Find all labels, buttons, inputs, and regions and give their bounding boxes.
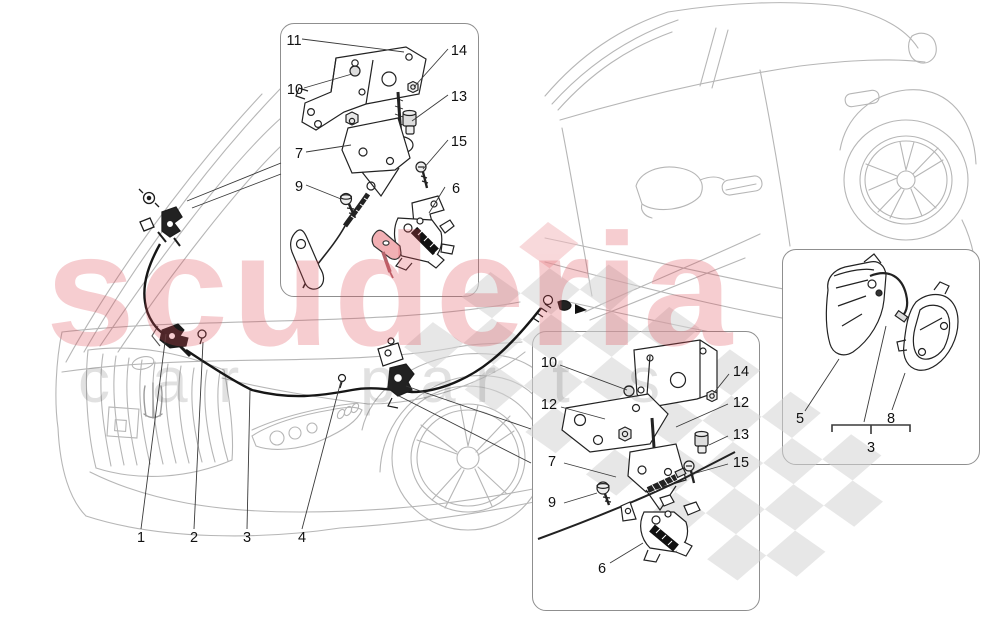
callout-1: 1 [136,529,146,546]
callout-14: 14 [450,42,468,59]
callout-3: 3 [242,529,252,546]
leader-lines [140,38,911,564]
box3-parts [825,253,959,371]
nut-mid [618,426,632,442]
cable-anchor-bracket [290,229,325,290]
cable-clip-screw [337,373,347,383]
callout-5: 5 [795,410,805,427]
nut-14 [706,389,718,403]
callout-10: 10 [286,81,304,98]
release-cable-front-segment [143,243,165,336]
callout-9: 9 [547,494,557,511]
callout-2: 2 [189,529,199,546]
cable-loop [366,181,376,191]
callout-9: 9 [294,178,304,195]
brace-3 [831,424,911,434]
callout-6: 6 [451,180,461,197]
callout-14: 14 [732,363,750,380]
callout-12: 12 [732,394,750,411]
spacer-13 [694,430,709,454]
plate-7 [341,117,411,174]
callout-11: 11 [286,32,302,49]
callout-15: 15 [450,133,468,150]
trident-emblem [143,382,163,419]
screw-15 [415,161,429,189]
bracket-8 [903,293,959,371]
callout-7: 7 [294,145,304,162]
release-cable-main-run [185,307,542,398]
handle-cable [869,272,909,319]
latch-assembly-6 [371,195,455,279]
front-car-release-handle [151,323,207,358]
cable-end-fitting [532,294,587,323]
callout-15: 15 [732,454,750,471]
latch-assembly-6 [620,494,701,563]
highlighted-pin-pink [381,251,392,273]
callout-4: 4 [297,529,307,546]
callout-6: 6 [597,560,607,577]
nut-on-bracket [345,111,359,126]
hood-badge [131,356,155,370]
front-car-latch-right [337,337,415,409]
callout-13: 13 [450,88,468,105]
cap-nut-10 [349,65,361,77]
callout-10: 10 [540,354,558,371]
nut-14 [407,80,419,94]
box2-parts [537,339,736,563]
spacer-13 [402,109,417,135]
front-car-latch-upper [138,188,183,247]
callout-7: 7 [547,453,557,470]
screw-9 [596,481,612,506]
box1-parts [290,46,455,290]
callout-13: 13 [732,426,750,443]
handle-lever-5 [825,261,887,356]
front-wheel-spokes [416,403,515,509]
callout-3: 3 [866,439,876,456]
callout-8: 8 [886,410,896,427]
side-wheel-spokes [865,141,944,219]
cap-nut-10 [623,385,635,397]
callout-12: 12 [540,396,558,413]
